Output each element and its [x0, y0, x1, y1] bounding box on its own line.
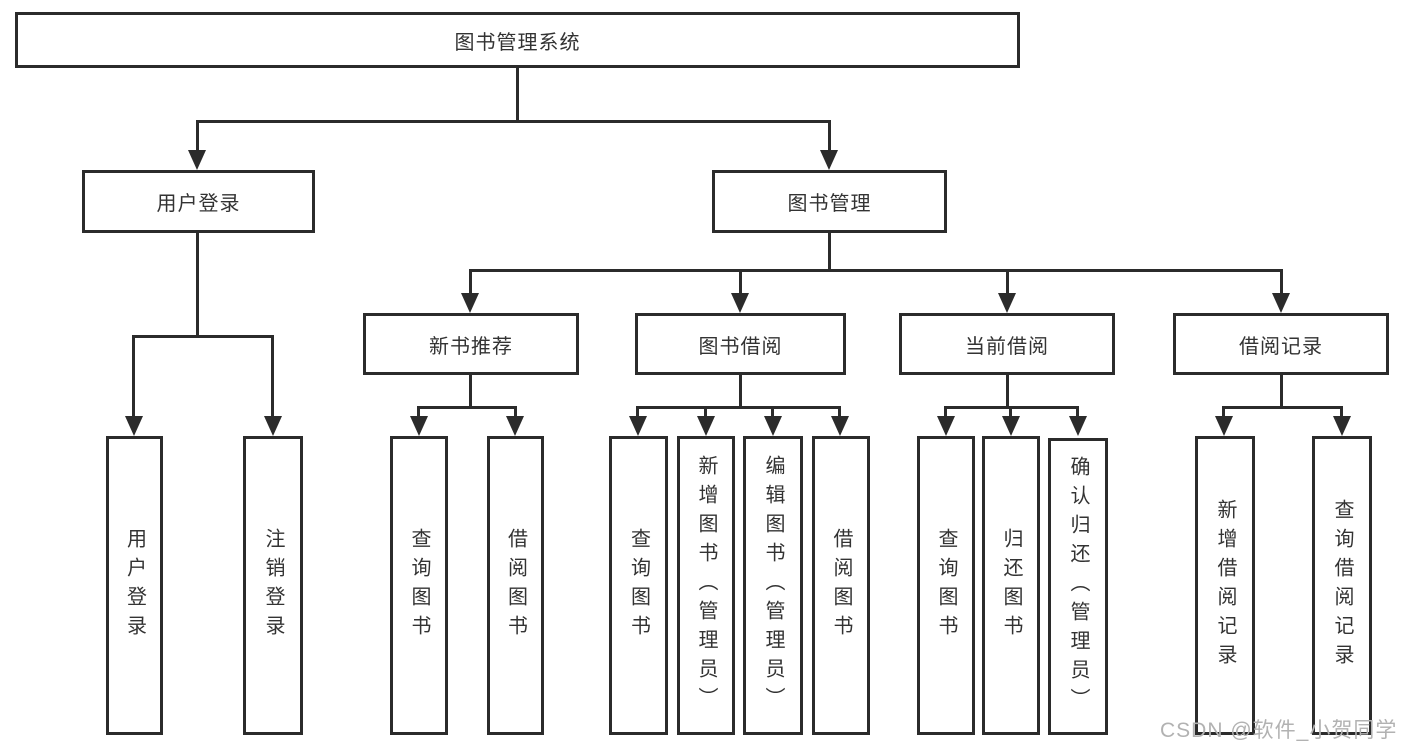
arrow-down-icon	[1069, 416, 1087, 436]
leaf-logout: 注销登录	[243, 436, 303, 735]
connector-book-mgmt-hbar	[469, 269, 1283, 272]
connector-drop-current-borrow	[1006, 269, 1009, 295]
csdn-watermark: CSDN @软件_小贺同学	[1160, 719, 1398, 742]
connector-drop-borrow-records	[1280, 269, 1283, 295]
connector-drop-leaf-user-login	[132, 335, 135, 416]
connector-drop-book-management	[828, 120, 831, 152]
arrow-down-icon	[188, 150, 206, 170]
connector-user-login-stem	[196, 233, 199, 338]
connector-root-stem	[516, 68, 519, 122]
leaf-nb-borrow-books: 借阅图书	[487, 436, 544, 735]
connector-book-mgmt-stem	[828, 233, 831, 272]
connector-drop-nb-query	[417, 406, 420, 418]
connector-drop-user-login	[196, 120, 199, 152]
node-new-book-recommend: 新书推荐	[363, 313, 579, 375]
connector-drop-leaf-logout	[271, 335, 274, 416]
arrow-down-icon	[125, 416, 143, 436]
connector-user-login-hbar	[132, 335, 273, 338]
leaf-br-add-record: 新增借阅记录	[1195, 436, 1255, 735]
leaf-cb-query-books: 查询图书	[917, 436, 975, 735]
connector-drop-bb-borrow	[838, 406, 841, 418]
node-current-borrow: 当前借阅	[899, 313, 1115, 375]
leaf-nb-query-books: 查询图书	[390, 436, 448, 735]
leaf-br-query-record: 查询借阅记录	[1312, 436, 1372, 735]
connector-drop-cb-return	[1009, 406, 1012, 418]
arrow-down-icon	[831, 416, 849, 436]
leaf-cb-return-books: 归还图书	[982, 436, 1040, 735]
node-book-borrow: 图书借阅	[635, 313, 846, 375]
connector-drop-new-book	[469, 269, 472, 295]
connector-drop-bb-edit	[771, 406, 774, 418]
leaf-cb-confirm-return-admin: 确认归还（管理员）	[1048, 438, 1108, 735]
arrow-down-icon	[410, 416, 428, 436]
leaf-bb-add-books-admin: 新增图书（管理员）	[677, 436, 735, 735]
arrow-down-icon	[1333, 416, 1351, 436]
arrow-down-icon	[731, 293, 749, 313]
connector-root-hbar	[196, 120, 831, 123]
arrow-down-icon	[764, 416, 782, 436]
connector-bb-hbar	[636, 406, 841, 409]
connector-drop-cb-query	[944, 406, 947, 418]
leaf-bb-query-books: 查询图书	[609, 436, 668, 735]
connector-drop-br-add	[1222, 406, 1225, 418]
arrow-down-icon	[1272, 293, 1290, 313]
arrow-down-icon	[1215, 416, 1233, 436]
node-borrow-records: 借阅记录	[1173, 313, 1389, 375]
connector-br-stem	[1280, 375, 1283, 409]
arrow-down-icon	[820, 150, 838, 170]
node-book-management: 图书管理	[712, 170, 947, 233]
arrow-down-icon	[1002, 416, 1020, 436]
arrow-down-icon	[629, 416, 647, 436]
node-root-library-system: 图书管理系统	[15, 12, 1020, 68]
arrow-down-icon	[461, 293, 479, 313]
arrow-down-icon	[998, 293, 1016, 313]
arrow-down-icon	[506, 416, 524, 436]
arrow-down-icon	[264, 416, 282, 436]
connector-drop-book-borrow	[739, 269, 742, 295]
connector-nb-stem	[469, 375, 472, 409]
connector-drop-bb-add	[704, 406, 707, 418]
leaf-user-login: 用户登录	[106, 436, 163, 735]
arrow-down-icon	[937, 416, 955, 436]
connector-drop-cb-confirm	[1076, 406, 1079, 418]
arrow-down-icon	[697, 416, 715, 436]
connector-nb-hbar	[417, 406, 517, 409]
connector-br-hbar	[1222, 406, 1343, 409]
connector-bb-stem	[739, 375, 742, 409]
node-user-login: 用户登录	[82, 170, 315, 233]
leaf-bb-edit-books-admin: 编辑图书（管理员）	[743, 436, 803, 735]
connector-cb-stem	[1006, 375, 1009, 409]
leaf-bb-borrow-books: 借阅图书	[812, 436, 870, 735]
connector-drop-br-query	[1340, 406, 1343, 418]
connector-drop-bb-query	[636, 406, 639, 418]
connector-drop-nb-borrow	[514, 406, 517, 418]
